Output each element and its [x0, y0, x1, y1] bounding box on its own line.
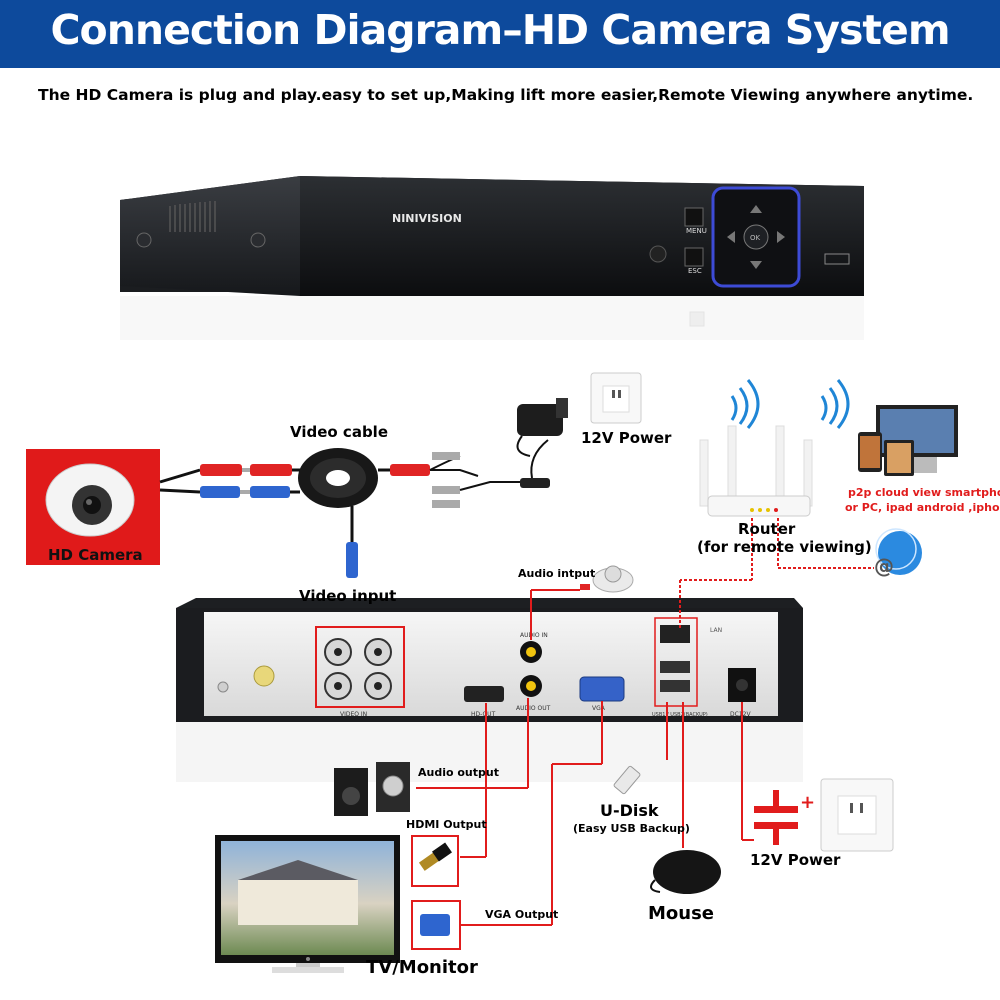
lan-port-label: LAN: [710, 627, 722, 634]
svg-text:@: @: [874, 554, 894, 578]
video-input-label: Video input: [299, 587, 396, 605]
tv-monitor-image: [215, 835, 400, 973]
hd-out-port-label: HD-OUT: [471, 711, 496, 718]
mouse-image: [651, 850, 721, 894]
hd-camera-label: HD Camera: [48, 546, 143, 564]
dvr-front-unit: [120, 176, 864, 340]
video-cable-image: [160, 440, 550, 578]
dvr-back-panel: [176, 598, 803, 782]
svg-text:+: +: [800, 792, 815, 813]
hdmi-output-label: HDMI Output: [406, 818, 487, 831]
wall-outlet-top-image: [591, 373, 641, 423]
power-adapter-image: [517, 398, 568, 456]
p2p-label-line2: or PC, ipad android ,iphone.: [845, 501, 1000, 514]
router-sub-label: (for remote viewing): [697, 538, 872, 556]
udisk-sub-label: (Easy USB Backup): [573, 822, 690, 835]
wifi-signal-icon: [732, 380, 848, 428]
internet-globe-icon: @: [874, 529, 922, 578]
hdmi-connector-image: [412, 836, 458, 886]
ok-button-label: OK: [750, 234, 761, 242]
p2p-label-line1: p2p cloud view smartphone: [848, 486, 1000, 499]
tv-monitor-label: TV/Monitor: [366, 957, 478, 978]
esc-button-label: ESC: [688, 267, 702, 275]
dc-power-symbol-icon: +: [754, 790, 815, 845]
menu-button-label: MENU: [686, 227, 707, 235]
video-cable-label: Video cable: [290, 423, 388, 441]
udisk-label: U-Disk: [600, 801, 659, 820]
devices-image: [858, 405, 958, 476]
audio-in-port-label: AUDIO IN: [520, 632, 548, 639]
vga-port-label: VGA: [592, 705, 606, 712]
dvr-brand-logo: NINIVISION: [392, 212, 462, 225]
vga-connector-image: [412, 901, 460, 949]
router-label: Router: [738, 520, 795, 538]
wall-outlet-bottom-image: [821, 779, 893, 851]
audio-output-label: Audio output: [418, 766, 499, 779]
power-bottom-label: 12V Power: [750, 851, 840, 869]
audio-input-label: Audio intput: [518, 567, 595, 580]
vga-output-label: VGA Output: [485, 908, 558, 921]
mouse-label: Mouse: [648, 903, 714, 924]
router-image: [700, 426, 812, 516]
usb-port-label: USB1 / USB2(BACKUP): [652, 712, 708, 718]
power-top-label: 12V Power: [581, 429, 671, 447]
audio-out-port-label: AUDIO OUT: [516, 705, 551, 712]
video-in-port-label: VIDEO IN: [340, 711, 367, 718]
dc12v-port-label: DC12V: [730, 711, 751, 718]
